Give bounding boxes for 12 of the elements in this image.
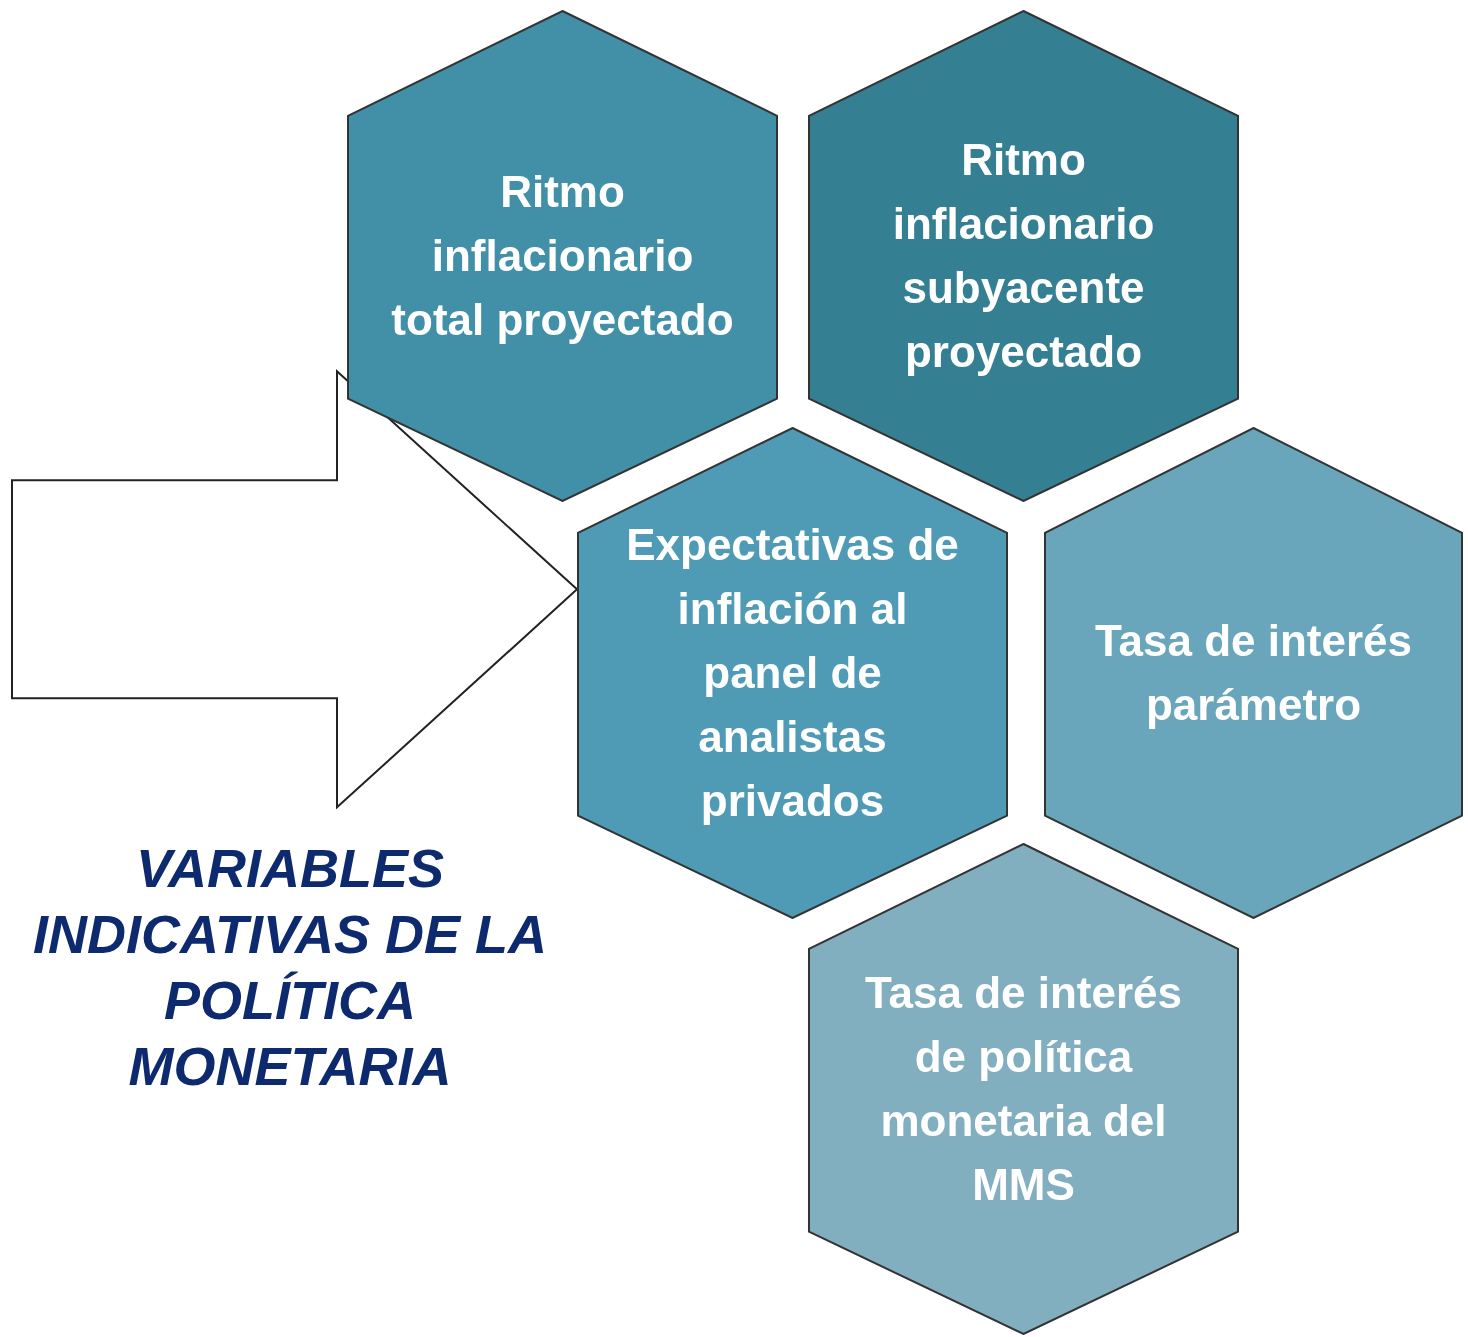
hexagon (808, 10, 1239, 502)
hexagon (577, 427, 1008, 919)
hexagon (347, 10, 778, 502)
hexagon-label: Tasa de interés de política monetaria del MMS (863, 967, 1184, 1211)
hexagon (1044, 427, 1463, 919)
hexagon-label: Expectativas de inflación al panel de analistas privados (625, 519, 960, 827)
hexagon-label: Ritmo inflacionario total proyectado (390, 166, 735, 346)
title: VARIABLES INDICATIVAS DE LA POLÍTICA MONETARIA (32, 837, 548, 1098)
hexagon-label: Tasa de interés parámetro (1093, 615, 1414, 731)
block-arrow (11, 369, 579, 810)
hexagon-label: Ritmo inflacionario subyacente proyectado (891, 134, 1156, 378)
hexagon (808, 843, 1239, 1335)
